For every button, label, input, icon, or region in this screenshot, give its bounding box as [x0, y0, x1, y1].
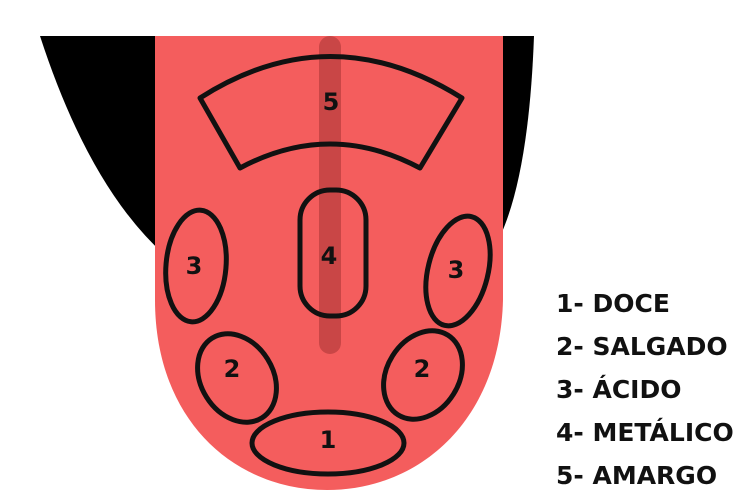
region-3-left-number: 3	[186, 252, 203, 280]
region-2-right-number: 2	[414, 355, 431, 383]
region-2-left-number: 2	[224, 355, 241, 383]
legend-item-metalico: 4- METÁLICO	[556, 411, 734, 454]
taste-legend: 1- DOCE 2- SALGADO 3- ÁCIDO 4- METÁLICO …	[556, 282, 734, 497]
region-1-number: 1	[320, 426, 337, 454]
tongue-midline	[319, 36, 341, 354]
legend-item-salgado: 2- SALGADO	[556, 325, 734, 368]
region-3-right-number: 3	[448, 256, 465, 284]
legend-item-amargo: 5- AMARGO	[556, 454, 734, 497]
region-4-number: 4	[321, 242, 338, 270]
legend-item-acido: 3- ÁCIDO	[556, 368, 734, 411]
legend-item-doce: 1- DOCE	[556, 282, 734, 325]
region-5-number: 5	[323, 88, 340, 116]
